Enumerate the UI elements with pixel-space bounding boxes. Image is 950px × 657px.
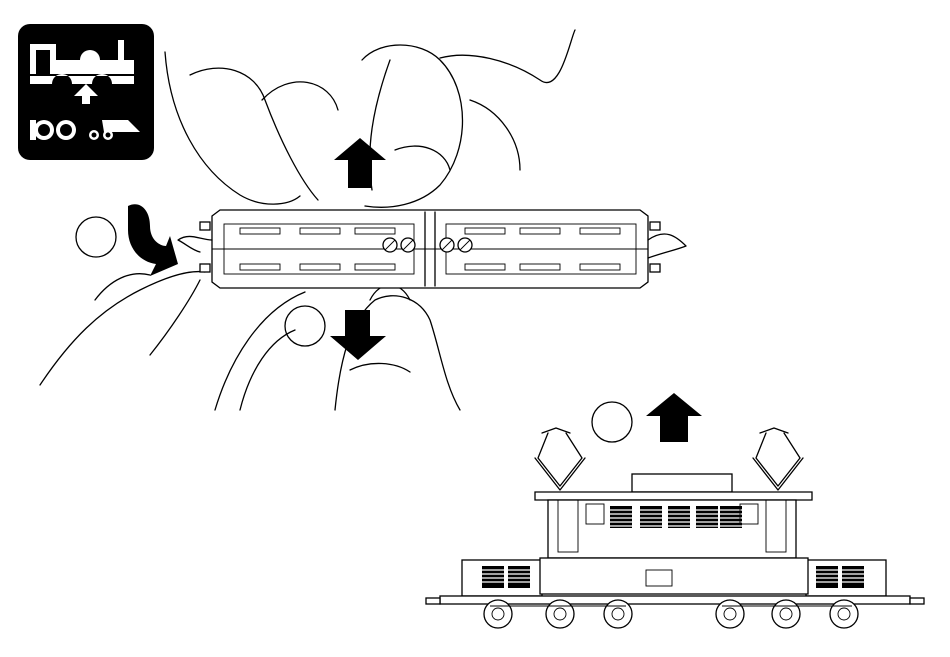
locomotive-body-removal-icon: [18, 24, 154, 160]
arrow-down-icon: [330, 310, 386, 360]
step-marker-1: [76, 217, 116, 257]
arrow-push-icon: [128, 204, 178, 276]
chassis-top-view: [178, 210, 686, 288]
step-marker-2: [285, 306, 325, 346]
step-marker-3: [592, 402, 632, 442]
locomotive-side-view: [426, 428, 924, 628]
arrow-up-icon: [334, 138, 386, 188]
arrow-up-icon-body: [646, 393, 702, 442]
